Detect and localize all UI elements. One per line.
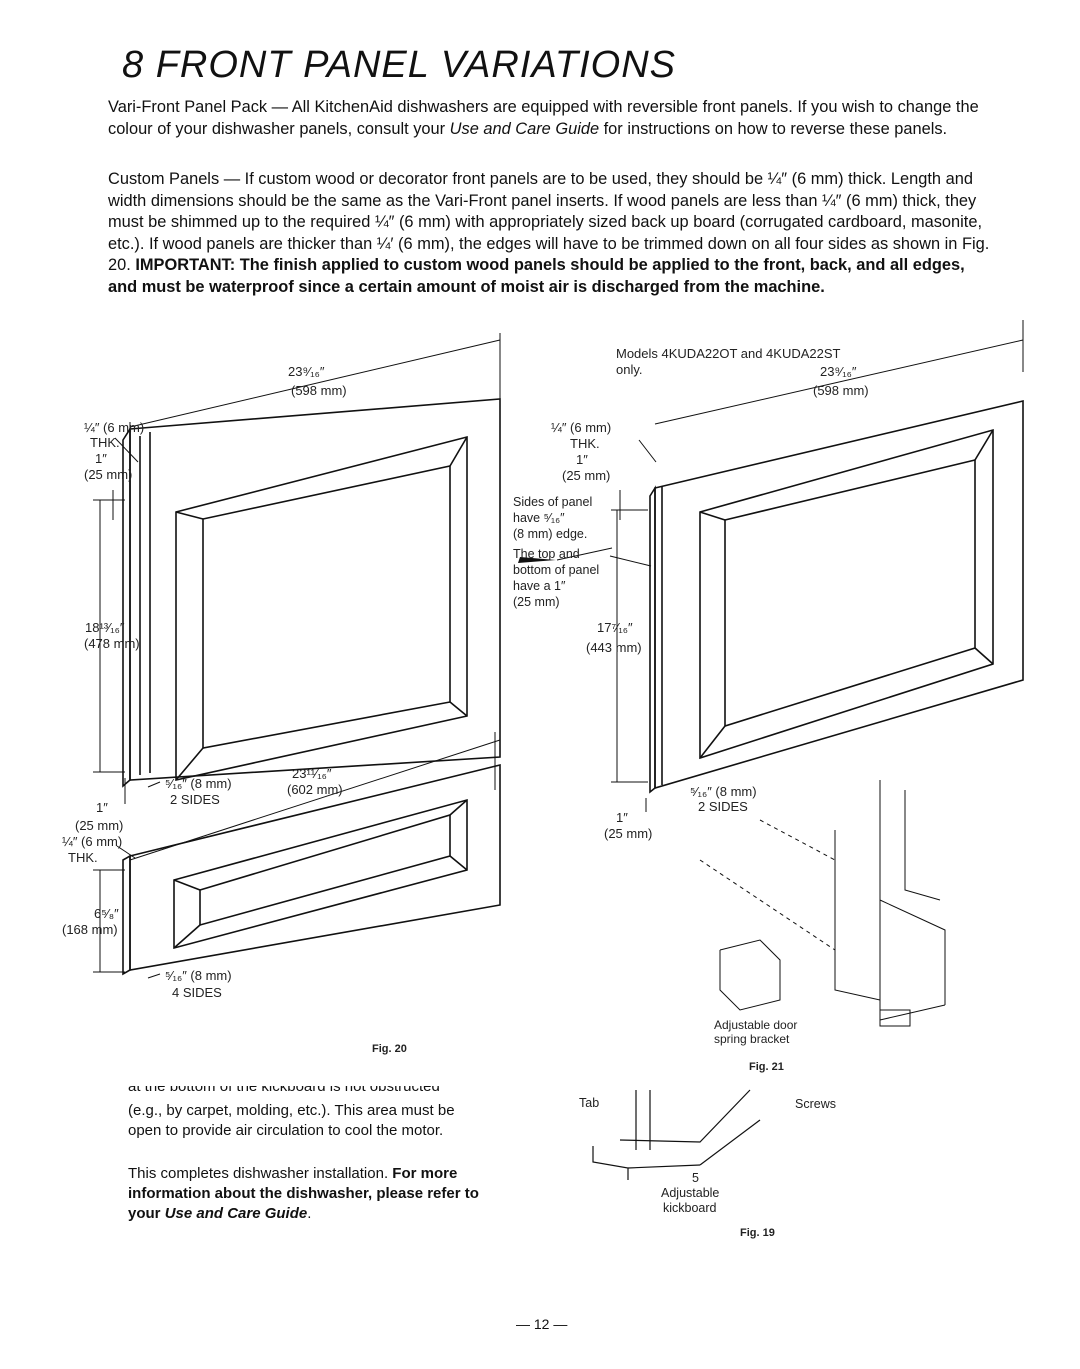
door-spring-bracket-sketch bbox=[699, 780, 946, 1027]
fig21-top-note-2: bottom of panel bbox=[513, 563, 599, 577]
fig20-width-top-mm: (598 mm) bbox=[291, 383, 347, 398]
fig20-two-sides: 2 SIDES bbox=[170, 792, 220, 807]
completion-end: . bbox=[307, 1205, 312, 1222]
fig20-kick-thk-label: THK. bbox=[68, 850, 98, 865]
fig20-kick-height: 6⁵⁄₈″ bbox=[94, 906, 119, 921]
fig20-door-panel bbox=[122, 398, 501, 788]
fig21-only: only. bbox=[616, 362, 643, 377]
completion-bold: For more information about the dishwashe… bbox=[128, 1165, 479, 1222]
fig20-edge: ⁵⁄₁₆″ (8 mm) bbox=[165, 776, 232, 791]
fig21-height-mm: (443 mm) bbox=[586, 640, 642, 655]
bracket-label-1: Adjustable door bbox=[714, 1018, 797, 1032]
fig19-kickboard-sketch bbox=[592, 1089, 761, 1180]
fig21-top-note-1: The top and bbox=[513, 547, 580, 561]
fig21-top-note-4: (25 mm) bbox=[513, 595, 560, 609]
fig20-one-inch: 1″ bbox=[95, 451, 107, 466]
fig20-width-top: 23⁹⁄₁₆″ bbox=[288, 364, 325, 379]
fig20-dimension-lines bbox=[93, 333, 501, 979]
airflow-paragraph: (e.g., by carpet, molding, etc.). This a… bbox=[128, 1102, 455, 1139]
vari-front-text-end: for instructions on how to reverse these… bbox=[599, 119, 948, 138]
completion-guide-ref: Use and Care Guide bbox=[164, 1205, 308, 1222]
fig20-height: 18¹³⁄₁₆″ bbox=[85, 620, 125, 635]
fig20-thk-label: THK. bbox=[90, 435, 120, 450]
fig19-number: 5 bbox=[692, 1171, 699, 1185]
fig20-width-bottom: 23¹¹⁄₁₆″ bbox=[292, 766, 332, 781]
fig19-screws-label: Screws bbox=[795, 1097, 836, 1111]
fig21-one-inch: 1″ bbox=[576, 452, 588, 467]
fig20-kick-one-inch: 1″ bbox=[96, 800, 108, 815]
fig20-kick-25mm: (25 mm) bbox=[75, 818, 123, 833]
fig21-models: Models 4KUDA22OT and 4KUDA22ST bbox=[616, 346, 841, 361]
fig19-kickboard-1: Adjustable bbox=[661, 1186, 719, 1200]
cut-off-text-line: at the bottom of the kickboard is not ob… bbox=[128, 1086, 488, 1099]
cut-off-text: at the bottom of the kickboard is not ob… bbox=[128, 1086, 440, 1095]
fig21-25mm-bottom: (25 mm) bbox=[604, 826, 652, 841]
important-note: IMPORTANT: The finish applied to custom … bbox=[108, 256, 965, 296]
fig19-caption: Fig. 19 bbox=[740, 1227, 775, 1239]
fig21-width-mm: (598 mm) bbox=[813, 383, 869, 398]
fig20-height-mm: (478 mm) bbox=[84, 636, 140, 651]
fig21-dimension-lines bbox=[556, 320, 1024, 812]
fig21-one-inch-bottom: 1″ bbox=[616, 810, 628, 825]
page-number: — 12 — bbox=[516, 1316, 568, 1332]
fig20-kick-edge: ⁵⁄₁₆″ (8 mm) bbox=[165, 968, 232, 983]
fig21-top-note-3: have a 1″ bbox=[513, 579, 566, 593]
fig20-kick-thk: ¼″ (6 mm) bbox=[62, 834, 122, 849]
fig20-width-bottom-mm: (602 mm) bbox=[287, 782, 343, 797]
fig20-25mm: (25 mm) bbox=[84, 467, 132, 482]
fig19-kickboard-2: kickboard bbox=[663, 1201, 717, 1215]
completion-paragraph: This completes dishwasher installation. … bbox=[128, 1164, 488, 1224]
fig21-caption: Fig. 21 bbox=[749, 1061, 784, 1073]
fig21-edge: ⁵⁄₁₆″ (8 mm) bbox=[690, 784, 757, 799]
vari-front-text: Vari-Front Panel Pack — All KitchenAid d… bbox=[108, 98, 979, 138]
fig20-thk: ¼″ (6 mm) bbox=[84, 420, 144, 435]
fig21-height: 17⁷⁄₁₆″ bbox=[597, 620, 633, 635]
fig21-sides-note-3: (8 mm) edge. bbox=[513, 527, 587, 541]
bracket-label-2: spring bracket bbox=[714, 1032, 790, 1046]
vari-front-paragraph: Vari-Front Panel Pack — All KitchenAid d… bbox=[108, 97, 998, 140]
fig20-kickboard-panel bbox=[122, 763, 501, 976]
use-care-guide-ref: Use and Care Guide bbox=[449, 119, 600, 138]
completion-text: This completes dishwasher installation. bbox=[128, 1165, 393, 1182]
fig20-edge-arrow bbox=[518, 557, 556, 563]
fig21-sides-note-2: have ⁵⁄₁₆″ bbox=[513, 511, 565, 525]
fig21-sides-note-1: Sides of panel bbox=[513, 495, 592, 509]
fig21-25mm: (25 mm) bbox=[562, 468, 610, 483]
fig19-tab-label: Tab bbox=[579, 1096, 599, 1110]
fig21-two-sides: 2 SIDES bbox=[698, 799, 748, 814]
section-title: 8 FRONT PANEL VARIATIONS bbox=[122, 44, 677, 86]
fig20-four-sides: 4 SIDES bbox=[172, 985, 222, 1000]
fig20-kick-height-mm: (168 mm) bbox=[62, 922, 118, 937]
custom-panels-paragraph: Custom Panels — If custom wood or decora… bbox=[108, 169, 998, 298]
fig20-caption: Fig. 20 bbox=[372, 1043, 407, 1055]
custom-panels-text: Custom Panels — If custom wood or decora… bbox=[108, 170, 990, 274]
fig21-width: 23⁹⁄₁₆″ bbox=[820, 364, 857, 379]
fig21-thk: ¼″ (6 mm) bbox=[551, 420, 611, 435]
fig21-door-panel bbox=[649, 399, 1024, 794]
fig21-thk-label: THK. bbox=[570, 436, 600, 451]
